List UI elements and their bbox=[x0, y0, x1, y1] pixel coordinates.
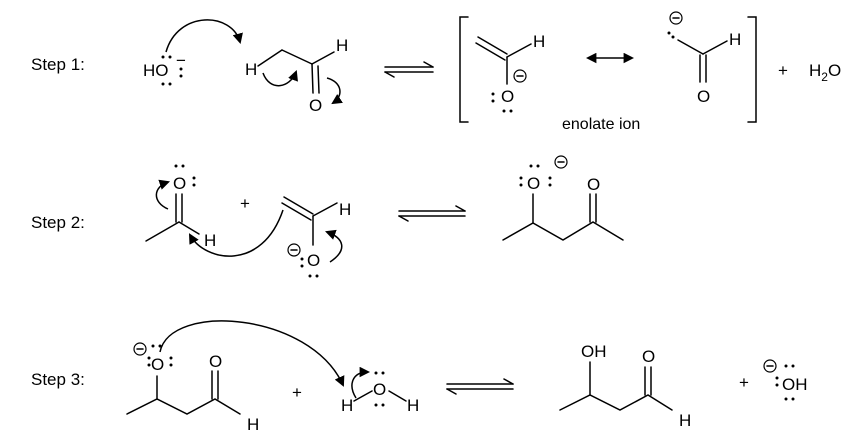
hydroxide-minus-sign: − bbox=[176, 51, 186, 70]
enolate-form-carbanion: H O bbox=[667, 11, 741, 106]
hydroxide-HO-label: HO bbox=[143, 61, 169, 80]
equilibrium-arrow-1 bbox=[384, 61, 434, 78]
aldehyde-O-step3: O bbox=[209, 352, 222, 371]
hydroxide-OH-label: OH bbox=[782, 375, 808, 394]
step3-plus: + bbox=[292, 383, 302, 402]
aldol-product: OH O H bbox=[559, 342, 691, 430]
product-aldehyde-H: H bbox=[679, 411, 691, 430]
curved-arrow-CO-to-O-step2 bbox=[155, 179, 170, 210]
aldehyde-H: H bbox=[204, 231, 216, 250]
ketone-O: O bbox=[587, 175, 600, 194]
equilibrium-arrow-2 bbox=[398, 205, 466, 222]
alkoxide-O: O bbox=[527, 174, 540, 193]
aldehyde-H-step3: H bbox=[247, 415, 259, 434]
step-1-label: Step 1: bbox=[31, 55, 85, 74]
step-2: Step 2: O H + H O bbox=[31, 155, 624, 278]
water-reactant: H O H bbox=[341, 371, 419, 415]
step3-plus-2: + bbox=[739, 373, 749, 392]
curved-arrow-O-to-CC bbox=[325, 229, 343, 263]
water-product: H2O bbox=[809, 61, 841, 84]
product-aldehyde-O: O bbox=[642, 347, 655, 366]
water-H-right: H bbox=[407, 396, 419, 415]
product-OH: OH bbox=[581, 342, 607, 361]
curved-arrow-CO-to-O bbox=[326, 77, 343, 105]
acetaldehyde-electrophile: O H bbox=[145, 164, 216, 250]
curved-arrow-OH-bond-to-O bbox=[351, 366, 371, 399]
enolate-H-step2: H bbox=[339, 200, 351, 219]
curved-arrow-O-to-H-water bbox=[159, 320, 345, 387]
step-3-label: Step 3: bbox=[31, 370, 85, 389]
step1-plus: + bbox=[778, 61, 788, 80]
enolate-O-step2: O bbox=[307, 251, 320, 270]
enolate1-O: O bbox=[501, 87, 514, 106]
enolate2-H: H bbox=[729, 30, 741, 49]
enolate-form-alkene: H O bbox=[475, 32, 545, 113]
acetaldehyde: H H O bbox=[245, 36, 348, 115]
water-H-left: H bbox=[341, 396, 353, 415]
water-O: O bbox=[373, 380, 386, 399]
enolate2-O: O bbox=[697, 87, 710, 106]
enolate-nucleophile: H O bbox=[281, 196, 351, 278]
step-2-label: Step 2: bbox=[31, 213, 85, 232]
enolate1-H: H bbox=[533, 32, 545, 51]
acetaldehyde-O: O bbox=[309, 96, 322, 115]
curved-arrow-hydroxide-to-H bbox=[165, 19, 243, 53]
step2-plus: + bbox=[240, 194, 250, 213]
hydroxide-ion: HO − bbox=[143, 51, 186, 86]
enolate-ion-label: enolate ion bbox=[562, 116, 640, 133]
alkoxide-intermediate: O O bbox=[502, 155, 624, 241]
resonance-bracket bbox=[459, 16, 757, 123]
aldehyde-O: O bbox=[173, 174, 186, 193]
alkoxide-O-step3: O bbox=[151, 355, 164, 374]
equilibrium-arrow-3 bbox=[446, 378, 514, 395]
alkoxide-reactant: O O H bbox=[126, 342, 259, 434]
acetaldehyde-H-alpha: H bbox=[245, 60, 257, 79]
acetaldehyde-H-aldehyde: H bbox=[336, 36, 348, 55]
step-1: Step 1: HO − H H O bbox=[31, 11, 841, 133]
curved-arrow-enolate-C-to-carbonyl bbox=[188, 209, 284, 257]
hydroxide-product: OH bbox=[763, 359, 808, 401]
step-3: Step 3: O O H + H O H bbox=[31, 320, 808, 434]
svg-text:H2O: H2O bbox=[809, 61, 841, 84]
curved-arrow-CH-to-CC bbox=[262, 70, 298, 87]
